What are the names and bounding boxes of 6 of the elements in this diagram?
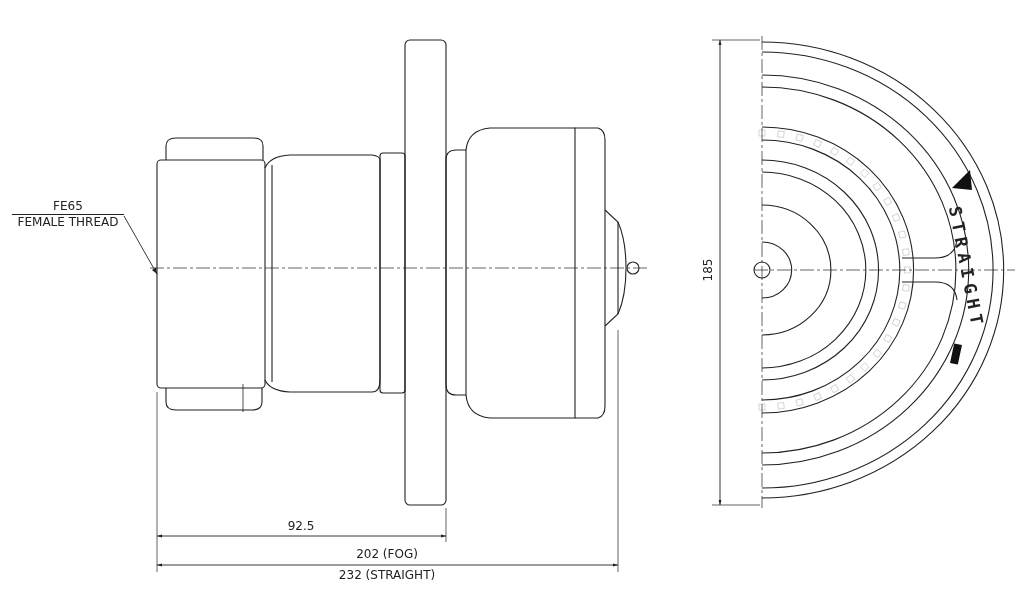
dimension-label: 185: [702, 258, 714, 282]
dimension-label: 232 (STRAIGHT): [338, 569, 436, 581]
dimension-label: 202 (FOG): [356, 548, 418, 560]
callout-label: FE65 FEMALE THREAD: [12, 199, 124, 233]
coupling-drawing: [156, 137, 266, 411]
dimension-label: 92.5: [287, 520, 315, 532]
